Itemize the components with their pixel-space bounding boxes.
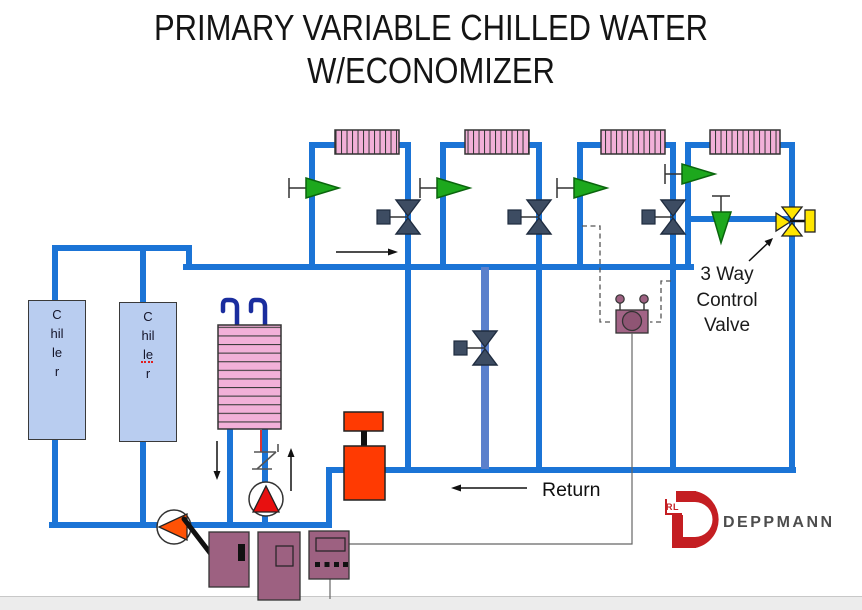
deppmann-logo: RL DEPPMANN xyxy=(662,487,838,549)
bypass-valve-icon xyxy=(453,330,498,366)
chiller-1-label: Chiller xyxy=(50,307,64,379)
logo-rule xyxy=(665,513,682,515)
coil-loop-3-pipe xyxy=(577,142,676,473)
balancing-valve-icon xyxy=(252,444,279,470)
three-way-valve-icon xyxy=(775,206,816,237)
chiller-2: Chiller xyxy=(119,302,177,442)
bottom-header-pipe xyxy=(49,467,332,528)
fan-coil-4-icon xyxy=(709,129,781,155)
coil-loop-2-pipe xyxy=(440,142,542,473)
primary-pump-icon xyxy=(156,509,192,545)
two-way-valve-2-icon xyxy=(507,199,552,235)
return-label: Return xyxy=(542,479,601,501)
sensor-dashed-lines xyxy=(582,225,671,323)
circuit-setter-1-icon xyxy=(288,177,340,199)
three-way-valve-label: 3 Way Control Valve xyxy=(696,264,758,336)
title-line-2: W/ECONOMIZER xyxy=(307,50,555,91)
vfd-cabinet-icon xyxy=(208,531,250,588)
fan-coil-3-icon xyxy=(600,129,666,155)
fan-coil-1-icon xyxy=(334,129,400,155)
circuit-setter-3-icon xyxy=(556,177,608,199)
two-way-valve-3-icon xyxy=(641,199,686,235)
heat-exchanger-icon xyxy=(217,297,282,430)
title-line-1: PRIMARY VARIABLE CHILLED WATER xyxy=(153,7,708,48)
circuit-setter-2-icon xyxy=(419,177,471,199)
expansion-tank-icon xyxy=(343,411,386,501)
flow-arrow-icons xyxy=(213,238,773,492)
chiller-2-label: Chiller xyxy=(141,309,155,381)
two-way-valve-1-icon xyxy=(376,199,421,235)
logo-company-name: DEPPMANN xyxy=(723,514,835,531)
controller-icon xyxy=(308,530,350,580)
logo-rule-vertical xyxy=(665,499,667,515)
chiller-1: Chiller xyxy=(28,300,86,440)
fan-coil-icons xyxy=(334,129,781,155)
circuit-setter-down-icon xyxy=(711,195,733,246)
spellcheck-squiggle xyxy=(141,357,153,363)
flow-meter-icon xyxy=(615,294,649,334)
logo-initials: RL xyxy=(666,502,679,512)
page-title: PRIMARY VARIABLE CHILLED WATER W/ECONOMI… xyxy=(0,6,862,92)
slide-footer-strip xyxy=(0,596,862,610)
signal-wires xyxy=(329,333,633,599)
logo-d-icon xyxy=(672,491,719,548)
fan-coil-2-icon xyxy=(464,129,530,155)
vfd-cabinet-2-icon xyxy=(257,531,301,601)
economizer-pump-icon xyxy=(248,481,284,517)
